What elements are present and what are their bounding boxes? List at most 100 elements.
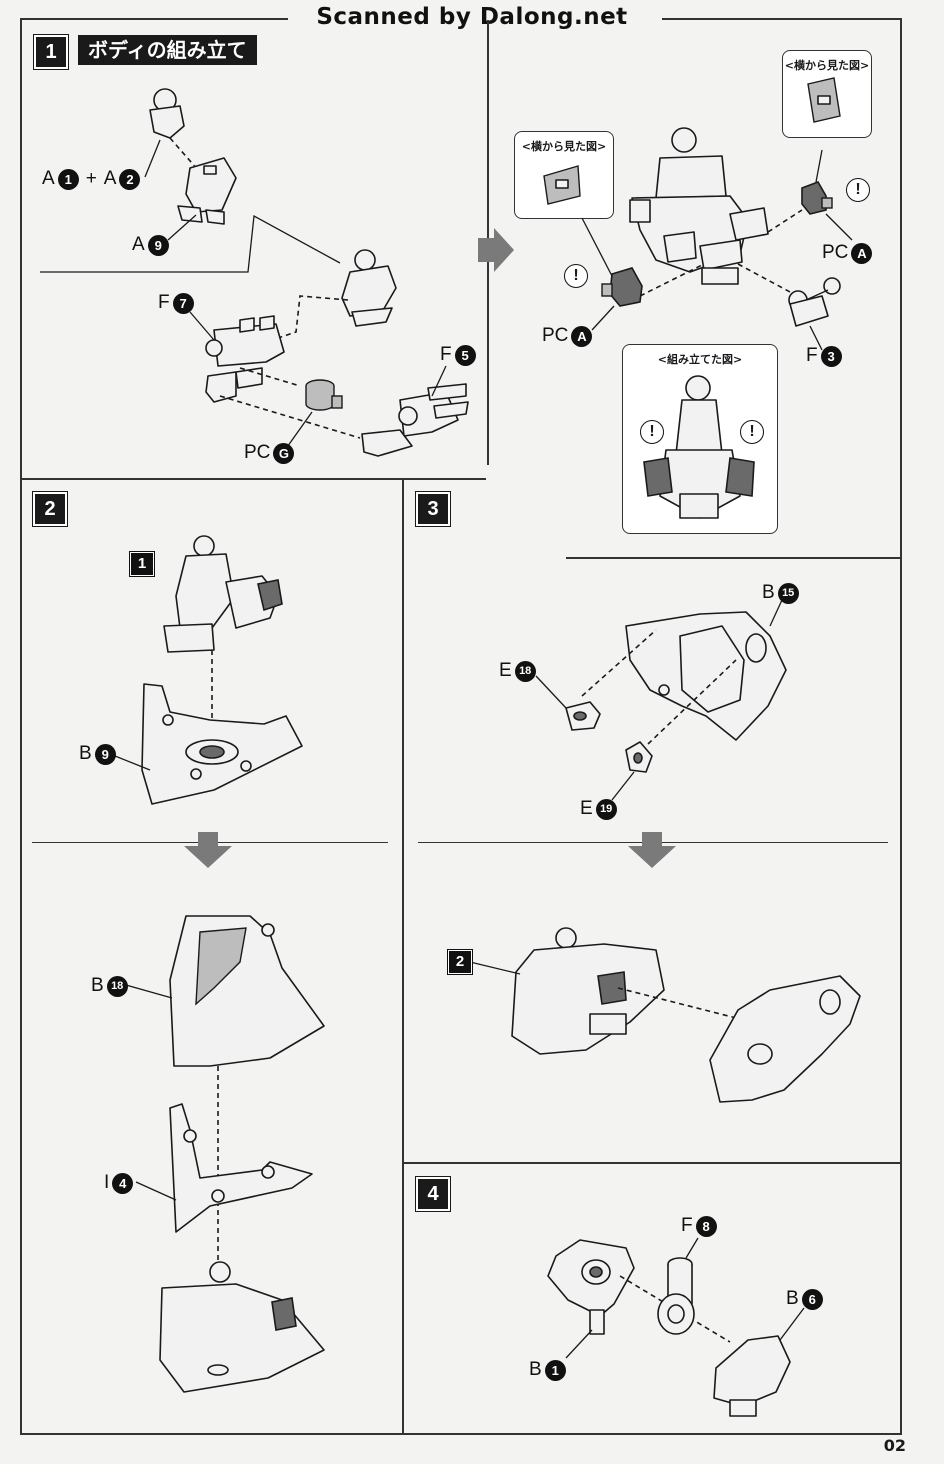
badge-f7: 7: [172, 292, 194, 314]
leader-callout-left: [581, 217, 613, 277]
warning-icon-left: !: [564, 264, 588, 288]
badge-e19: 19: [595, 798, 617, 820]
head-assembly-upper: [341, 249, 397, 327]
badge-f5: 5: [454, 344, 476, 366]
label-pca-left: PC A: [542, 325, 593, 347]
side-view-icon-right: [807, 77, 841, 123]
warning-icon-right: !: [846, 178, 870, 202]
frame-part-f5: [361, 383, 469, 457]
polycap-pc-a-left: [601, 267, 643, 307]
step-2-number: 2: [32, 491, 68, 527]
leader-i4: [135, 1181, 177, 1201]
cover-part-b15: [625, 611, 787, 741]
label-e18: E 18: [499, 660, 536, 682]
step-1-number: 1: [33, 34, 69, 70]
label-b9-letter: B: [79, 743, 92, 764]
label-i4: I 4: [104, 1172, 134, 1194]
step-arrow-right: [478, 228, 514, 272]
dash-e19: [647, 659, 737, 745]
leader-a9: [167, 214, 197, 241]
step-3-number: 3: [415, 491, 451, 527]
frame-top-left: [20, 18, 288, 20]
dash-head-to-frame: [265, 295, 349, 343]
label-f3-letter: F: [806, 345, 818, 366]
leader-f7: [189, 311, 215, 341]
label-a9: A 9: [132, 234, 169, 256]
label-a1-a2: A 1 + A 2: [42, 168, 141, 190]
label-a9-letter: A: [132, 234, 145, 255]
label-e18-letter: E: [499, 660, 512, 681]
leader-b15: [769, 599, 783, 627]
badge-pca-left: A: [571, 325, 593, 347]
body-assembly-step3-bottom: [511, 927, 665, 1055]
leader-step3-ref: [469, 961, 521, 975]
part-f8-step4: [657, 1257, 695, 1335]
label-a1-letter: A: [42, 168, 55, 189]
frame-left: [20, 18, 22, 1434]
body-assembly-step2-top: [163, 535, 283, 653]
label-b15: B 15: [762, 582, 799, 604]
leader-e18: [535, 675, 567, 709]
leader-b18: [125, 984, 173, 999]
label-a2-letter: A: [103, 168, 117, 189]
dash-f7-to-pcg: [239, 367, 301, 387]
dash-body-to-pca-left: [631, 263, 705, 301]
step-1-title: ボディの組み立て: [78, 35, 257, 65]
part-f3: [788, 277, 841, 327]
dash-body-to-f3: [737, 263, 791, 293]
label-pcg-letter: PC: [244, 442, 271, 463]
badge-a9: 9: [147, 234, 169, 256]
frame-part-f7: [205, 315, 285, 403]
label-b18-letter: B: [91, 975, 104, 996]
scan-credit-header: Scanned by Dalong.net: [316, 4, 628, 30]
badge-b9: 9: [94, 743, 116, 765]
label-b18: B 18: [91, 975, 128, 997]
badge-b6: 6: [801, 1288, 823, 1310]
body-assembly-step1: [629, 127, 769, 285]
polycap-pc-a-right: [801, 181, 833, 215]
part-e18: [565, 701, 601, 731]
badge-pcg: G: [273, 442, 295, 464]
collar-part-a9: [177, 157, 237, 225]
side-view-icon-left: [543, 165, 581, 205]
frame-right-top: [900, 18, 902, 558]
label-f8: F 8: [681, 1215, 717, 1237]
part-e19: [625, 741, 653, 773]
badge-f8: 8: [695, 1215, 717, 1237]
leader-f8: [685, 1237, 699, 1259]
step2-arrow-down: [184, 832, 232, 868]
label-f7-letter: F: [158, 292, 170, 313]
label-pcg: PC G: [244, 442, 295, 464]
divider-step1-bottom: [20, 478, 486, 480]
label-f7: F 7: [158, 292, 194, 314]
badge-f3: 3: [820, 345, 842, 367]
label-pca-right-letter: PC: [822, 242, 849, 263]
head-part-a1-a2: [149, 88, 185, 139]
dash-e18: [581, 629, 657, 697]
label-b15-letter: B: [762, 582, 775, 603]
leader-b6: [779, 1307, 805, 1341]
frame-part-b9: [141, 683, 303, 805]
leader-f3: [809, 325, 823, 351]
label-step3-ref: 2: [447, 949, 473, 975]
badge-b18: 18: [106, 975, 128, 997]
leader-pca-right: [825, 213, 853, 241]
badge-a1: 1: [57, 168, 79, 190]
divider-step3-4: [404, 1162, 900, 1164]
label-plus: +: [85, 168, 97, 189]
leader-e19: [611, 771, 635, 801]
dash-body-to-pca-right: [767, 209, 803, 233]
badge-b1: 1: [544, 1359, 566, 1381]
badge-e18: 18: [514, 660, 536, 682]
side-view-title-right: <横から見た図>: [784, 59, 870, 72]
leader-pcg: [284, 411, 313, 451]
runner-part-i4: [169, 1103, 313, 1233]
label-f3: F 3: [806, 345, 842, 367]
cover-part-step3: [709, 975, 861, 1103]
label-f8-letter: F: [681, 1215, 693, 1236]
frame-top-right: [662, 18, 902, 20]
sub-assembly-frame: [40, 214, 341, 273]
badge-b15: 15: [777, 582, 799, 604]
part-b1-step4: [547, 1239, 635, 1335]
